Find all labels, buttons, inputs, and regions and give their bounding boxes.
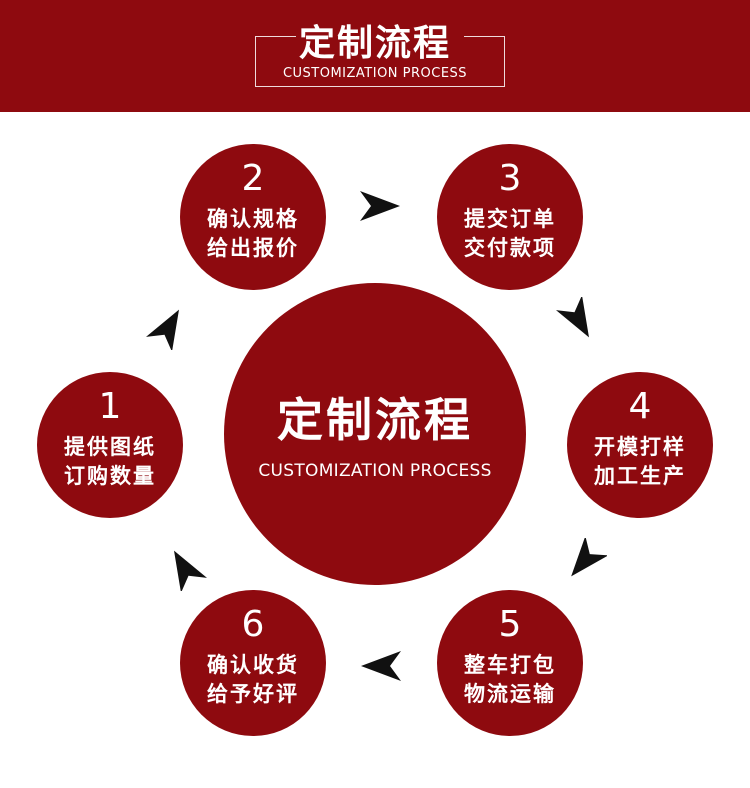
step-label-line1: 确认收货 (207, 653, 299, 677)
arrowhead-icon (571, 538, 607, 577)
step-6-circle: 6 确认收货 给予好评 (180, 590, 326, 736)
step-number: 2 (241, 158, 265, 199)
step-1-circle: 1 提供图纸 订购数量 (37, 372, 183, 518)
step-number: 3 (498, 158, 522, 199)
center-subtitle: CUSTOMIZATION PROCESS (258, 461, 492, 481)
step-label-line1: 确认规格 (207, 207, 299, 231)
step-4-circle: 4 开模打样 加工生产 (567, 372, 713, 518)
header-title-frame (255, 36, 505, 87)
step-number: 1 (98, 386, 122, 427)
step-label-line2: 交付款项 (464, 236, 556, 260)
center-circle (224, 283, 526, 585)
step-label-line2: 给予好评 (207, 682, 299, 706)
step-3-circle: 3 提交订单 交付款项 (437, 144, 583, 290)
arrowhead-icon (174, 550, 207, 591)
step-label-line1: 整车打包 (464, 653, 556, 677)
center-title: 定制流程 (277, 393, 473, 447)
arrowhead-icon (556, 297, 589, 338)
arrowhead-icon (146, 309, 179, 350)
step-label-line2: 给出报价 (207, 236, 299, 260)
step-label-line1: 提供图纸 (64, 435, 156, 459)
step-number: 5 (498, 604, 522, 645)
step-label-line1: 开模打样 (594, 435, 686, 459)
step-label-line2: 物流运输 (464, 682, 556, 706)
arrowhead-icon (360, 191, 400, 221)
step-2-circle: 2 确认规格 给出报价 (180, 144, 326, 290)
header-banner (0, 0, 750, 112)
arrowhead-icon (361, 651, 401, 681)
step-label-line2: 订购数量 (64, 464, 156, 488)
step-number: 6 (241, 604, 265, 645)
step-5-circle: 5 整车打包 物流运输 (437, 590, 583, 736)
header-subtitle: CUSTOMIZATION PROCESS (282, 66, 468, 81)
step-label-line2: 加工生产 (594, 464, 686, 488)
step-number: 4 (628, 386, 652, 427)
step-label-line1: 提交订单 (464, 207, 556, 231)
header-title: 定制流程 (298, 23, 451, 64)
